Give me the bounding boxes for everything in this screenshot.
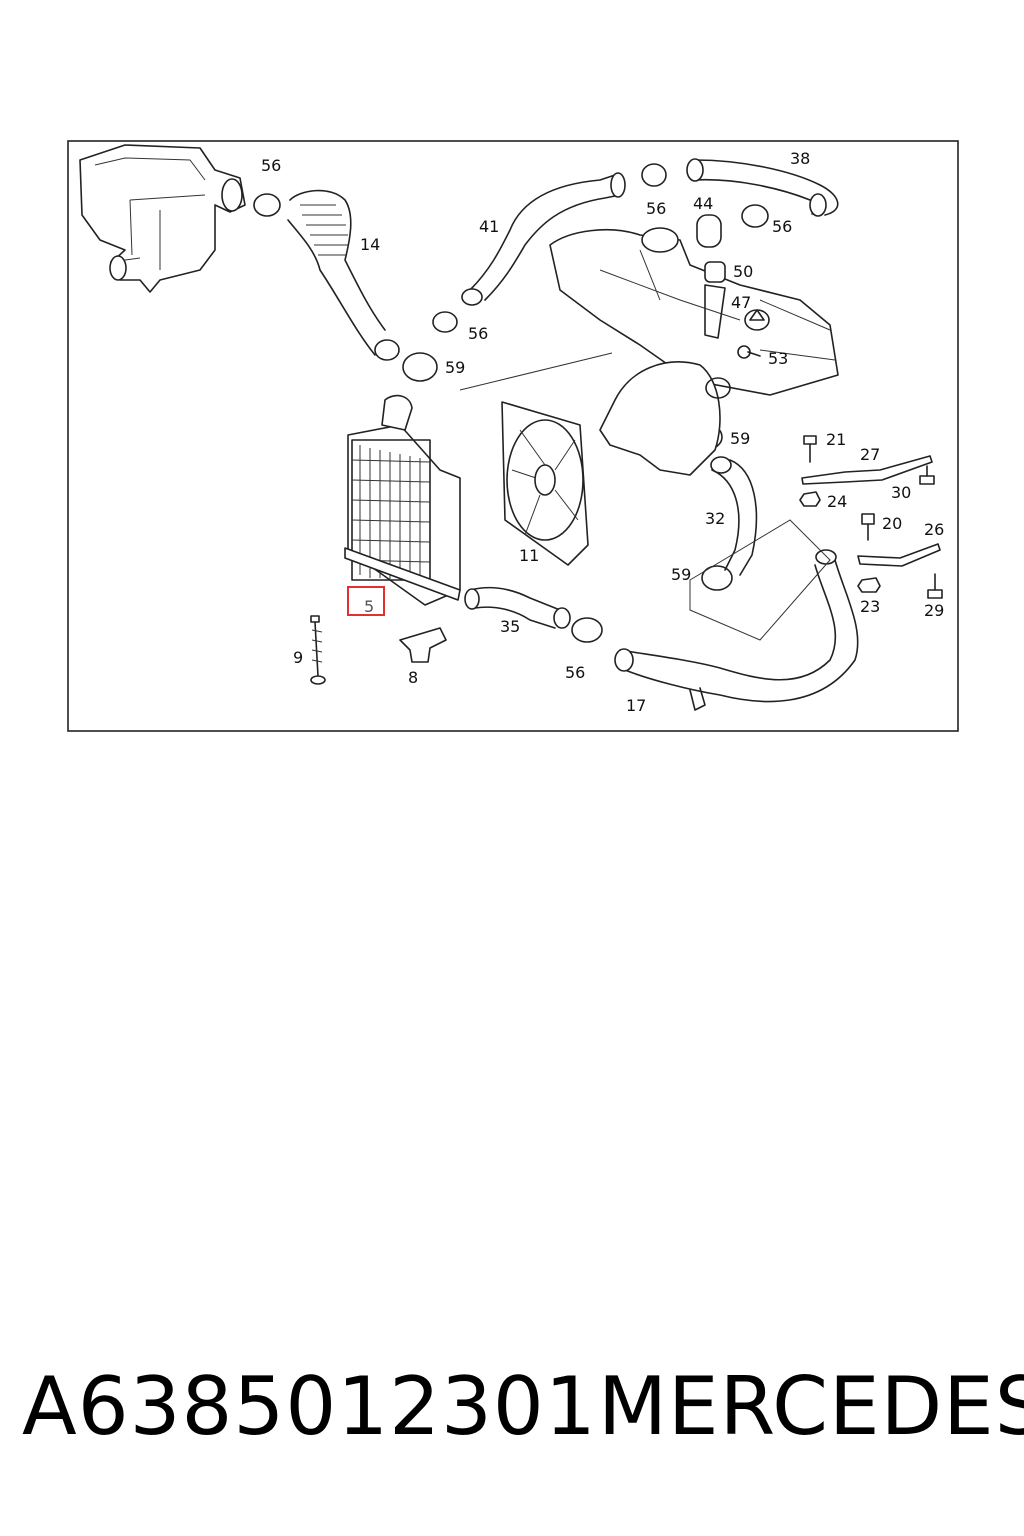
diagram-border [67,140,959,732]
thermostat-housing [599,361,731,476]
callout-30: 30 [891,483,911,502]
callout-27: 27 [860,445,880,464]
small-fittings [696,214,761,359]
brackets-and-bolts [799,435,943,599]
callout-56-b: 56 [646,199,666,218]
callout-59-b: 59 [730,429,750,448]
callout-14: 14 [360,235,380,254]
diagram-svg: 56 14 41 56 44 38 56 50 47 53 56 59 59 2… [67,140,959,732]
parts-diagram: 56 14 41 56 44 38 56 50 47 53 56 59 59 2… [0,0,1024,760]
brand-name: MERCEDES [598,1360,1024,1453]
callout-17: 17 [626,696,646,715]
hose-17 [614,519,859,711]
callout-59-c: 59 [671,565,691,584]
highlight-box [347,586,385,616]
callout-26: 26 [924,520,944,539]
intake-hose [287,189,400,361]
callout-8: 8 [408,668,418,687]
callout-32: 32 [705,509,725,528]
callout-5[interactable]: 5 [364,597,374,616]
hose-38 [686,158,839,217]
fan-shroud [501,401,589,566]
leader-line [459,352,613,391]
callout-29: 29 [924,601,944,620]
callout-38: 38 [790,149,810,168]
callout-56-d: 56 [468,324,488,343]
callout-50: 50 [733,262,753,281]
callout-56-a: 56 [261,156,281,175]
hose-32 [710,456,758,576]
intercooler [344,394,461,606]
hose-41 [461,172,626,306]
callout-41: 41 [479,217,499,236]
callout-47: 47 [731,293,751,312]
callout-20: 20 [882,514,902,533]
callout-24: 24 [827,492,847,511]
callout-labels: 56 14 41 56 44 38 56 50 47 53 56 59 59 2… [261,149,944,715]
callout-44: 44 [693,194,713,213]
callout-9: 9 [293,648,303,667]
callout-21: 21 [826,430,846,449]
hose-clamps [253,163,769,643]
callout-35: 35 [500,617,520,636]
part-number: A6385012301 [22,1360,597,1453]
callout-53: 53 [768,349,788,368]
callout-56-e: 56 [565,663,585,682]
air-filter-housing [79,144,246,293]
footer: A6385012301 MERCEDES [0,1360,1024,1480]
bolt-and-bracket [310,615,447,685]
callout-59-a: 59 [445,358,465,377]
callout-11: 11 [519,546,539,565]
callout-23: 23 [860,597,880,616]
callout-56-c: 56 [772,217,792,236]
hose-35 [464,586,571,629]
